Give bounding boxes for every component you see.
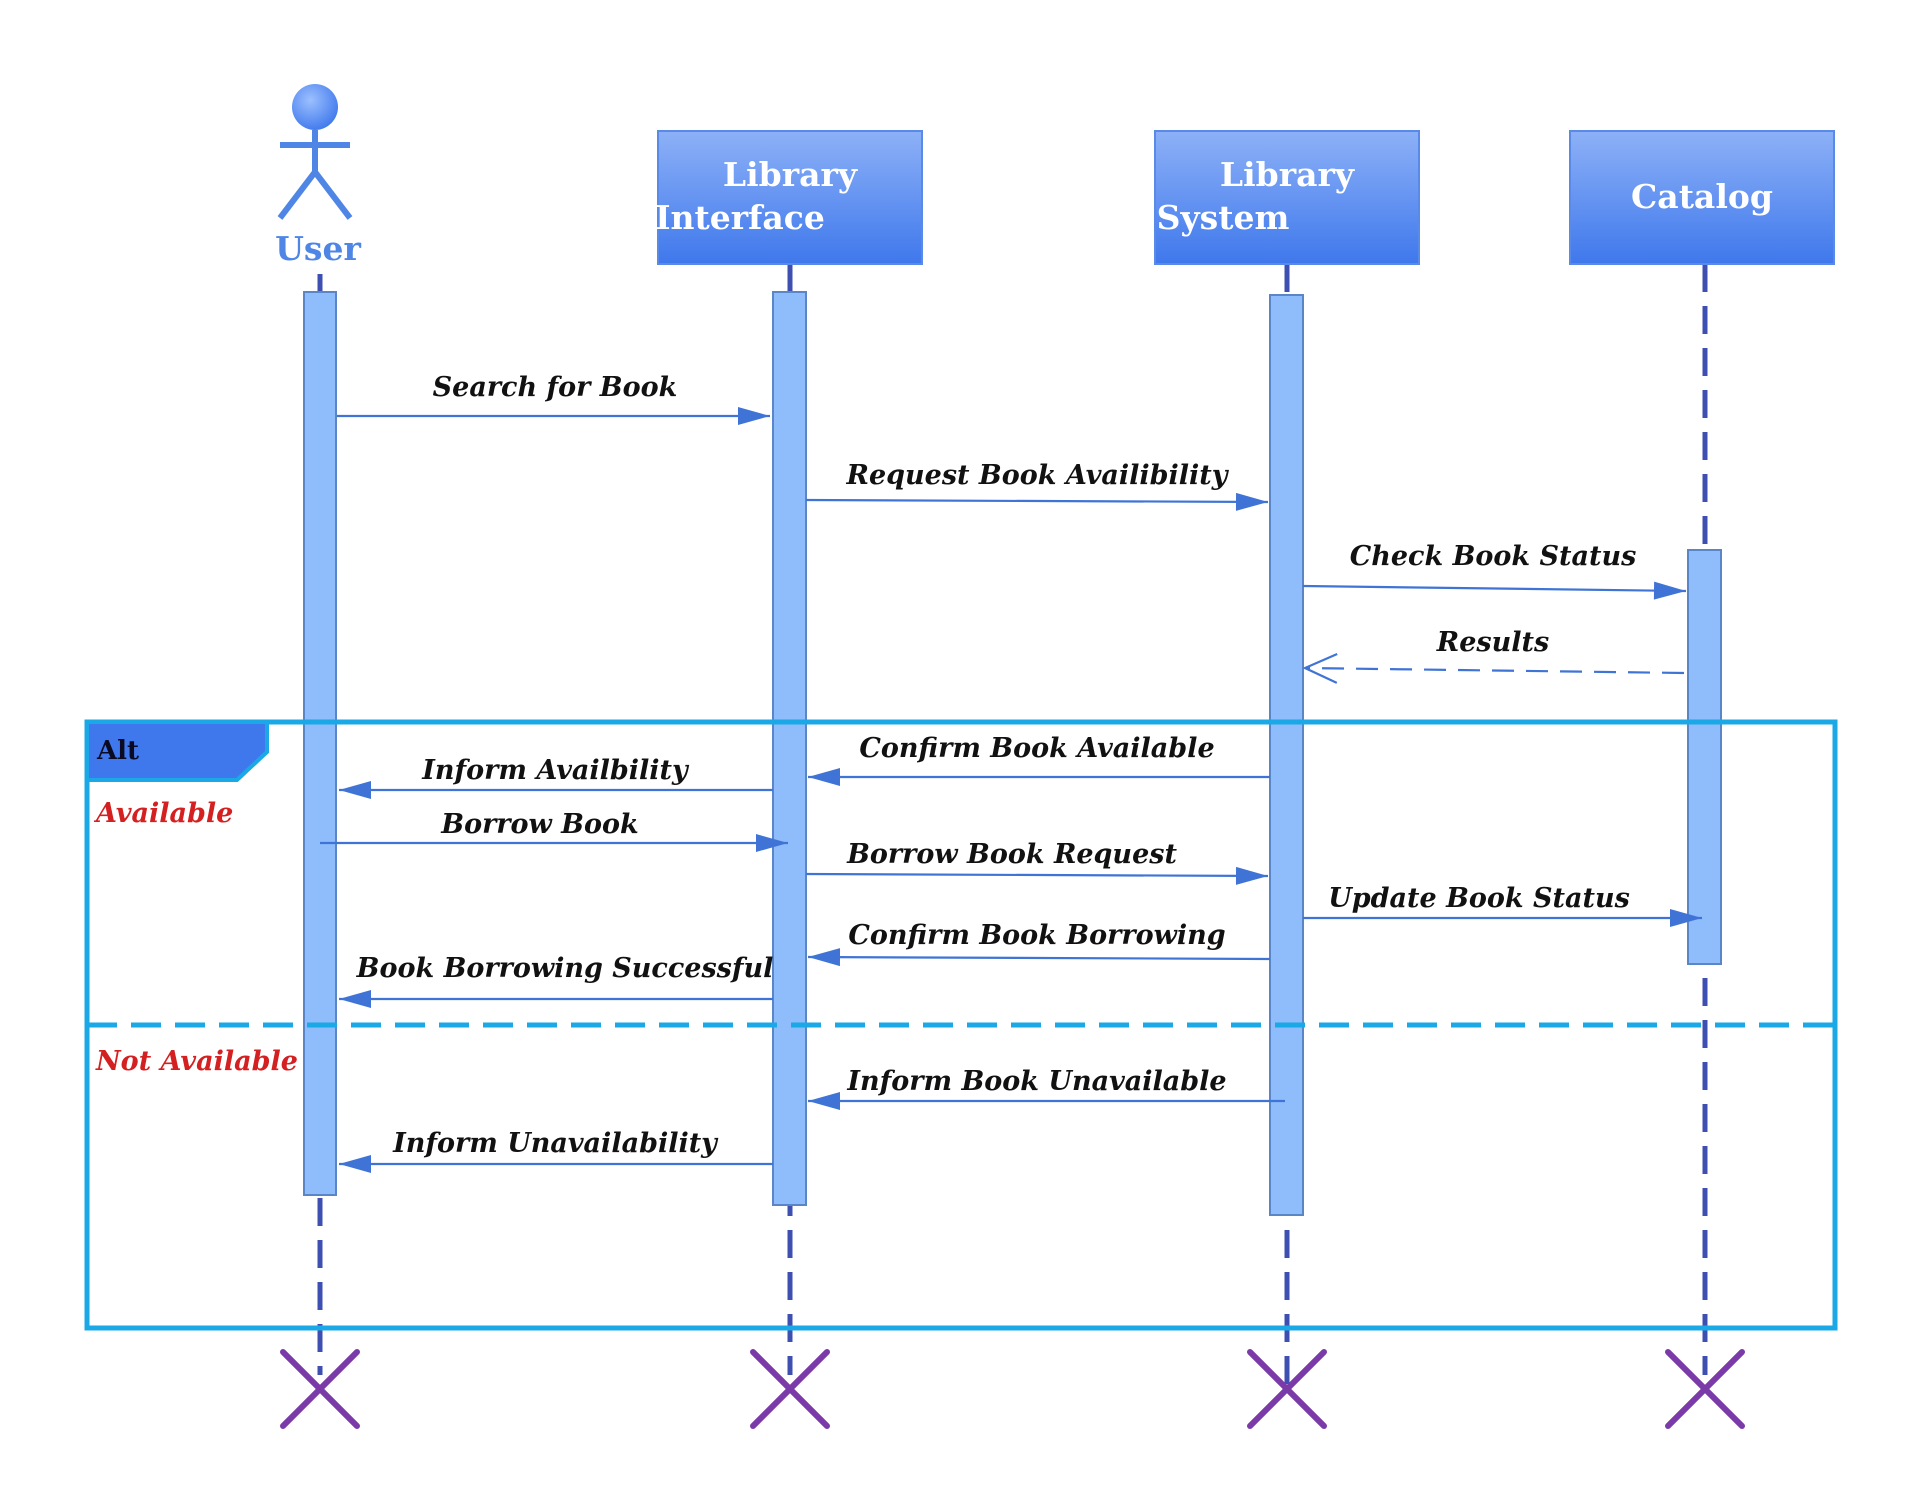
filled-arrowhead-icon — [1235, 492, 1268, 511]
filled-arrowhead-icon — [808, 948, 841, 967]
participant-system: Library System — [1154, 130, 1420, 265]
message-0: Search for Book — [337, 372, 770, 425]
message-6: Borrow Book — [320, 809, 788, 852]
activation-system — [1269, 294, 1304, 1216]
message-2: Check Book Status — [1302, 541, 1687, 600]
message-line — [805, 498, 1269, 504]
message-label: Borrow Book — [440, 809, 638, 840]
guard-available: Available — [93, 798, 233, 829]
alt-fragment: Alt Available Not Available — [84, 719, 1838, 1331]
participant-label: Catalog — [1631, 177, 1773, 216]
participant-label-line-2: Interface — [655, 198, 825, 237]
actor-leg-left — [277, 170, 318, 220]
filled-arrowhead-icon — [1235, 866, 1268, 885]
message-label: Inform Book Unavailable — [846, 1066, 1226, 1097]
message-label: Check Book Status — [1350, 541, 1637, 572]
message-label: Borrow Book Request — [846, 839, 1177, 870]
message-label: Confirm Book Borrowing — [848, 920, 1225, 951]
filled-arrowhead-icon — [339, 1155, 371, 1173]
actor-user: User — [275, 84, 361, 268]
message-9: Confirm Book Borrowing — [807, 920, 1271, 967]
message-label: Inform Unavailability — [392, 1128, 719, 1159]
terminators — [280, 1349, 1745, 1429]
terminator-system-icon — [1247, 1349, 1327, 1429]
filled-arrowhead-icon — [1653, 581, 1686, 600]
message-label: Request Book Availibility — [846, 460, 1230, 491]
message-12: Inform Unavailability — [339, 1128, 773, 1173]
participant-label-line-1: Library — [723, 155, 858, 194]
participant-label-line-1: Library — [1220, 155, 1355, 194]
message-label: Update Book Status — [1328, 883, 1630, 914]
filled-arrowhead-icon — [738, 407, 770, 425]
guard-not-available: Not Available — [95, 1046, 298, 1077]
message-line — [1302, 584, 1687, 593]
filled-arrowhead-icon — [808, 1092, 840, 1110]
filled-arrowhead-icon — [339, 781, 371, 799]
participant-box — [657, 130, 923, 265]
fragment-operator-tab — [85, 720, 269, 782]
message-label: Search for Book — [433, 372, 678, 403]
message-1: Request Book Availibility — [805, 460, 1269, 511]
open-arrowhead-icon — [1302, 653, 1338, 684]
message-label: Inform Availbility — [421, 755, 690, 786]
filled-arrowhead-icon — [1670, 909, 1702, 927]
participant-catalog: Catalog — [1569, 130, 1835, 265]
participant-box — [1569, 130, 1835, 265]
actor-leg-right — [312, 170, 353, 220]
message-line — [1304, 666, 1685, 675]
message-3: Results — [1302, 627, 1685, 684]
actor-label: User — [275, 229, 361, 268]
actor-head-icon — [292, 84, 338, 130]
message-line — [807, 955, 1271, 961]
message-10: Book Borrowing Successful — [339, 953, 773, 1008]
message-8: Update Book Status — [1303, 883, 1702, 927]
fragment-frame — [84, 719, 1838, 1331]
message-11: Inform Book Unavailable — [808, 1066, 1285, 1110]
message-4: Confirm Book Available — [808, 733, 1270, 786]
filled-arrowhead-icon — [808, 768, 840, 786]
activation-catalog — [1687, 549, 1722, 965]
message-5: Inform Availbility — [339, 755, 773, 799]
filled-arrowhead-icon — [756, 834, 788, 852]
terminator-user-icon — [280, 1349, 360, 1429]
activation-user — [303, 291, 337, 1196]
message-label: Confirm Book Available — [859, 733, 1214, 764]
activations — [303, 291, 1722, 1216]
participant-label-line-2: System — [1157, 198, 1290, 237]
fragment-operator-label: Alt — [96, 736, 139, 766]
message-7: Borrow Book Request — [805, 839, 1269, 885]
terminator-catalog-icon — [1665, 1349, 1745, 1429]
message-label: Book Borrowing Successful — [356, 953, 774, 984]
activation-interface — [772, 291, 807, 1206]
filled-arrowhead-icon — [339, 990, 371, 1008]
participant-interface: Library Interface — [655, 130, 923, 265]
message-line — [805, 872, 1269, 878]
terminator-interface-icon — [750, 1349, 830, 1429]
message-label: Results — [1436, 627, 1549, 658]
participant-box — [1154, 130, 1420, 265]
